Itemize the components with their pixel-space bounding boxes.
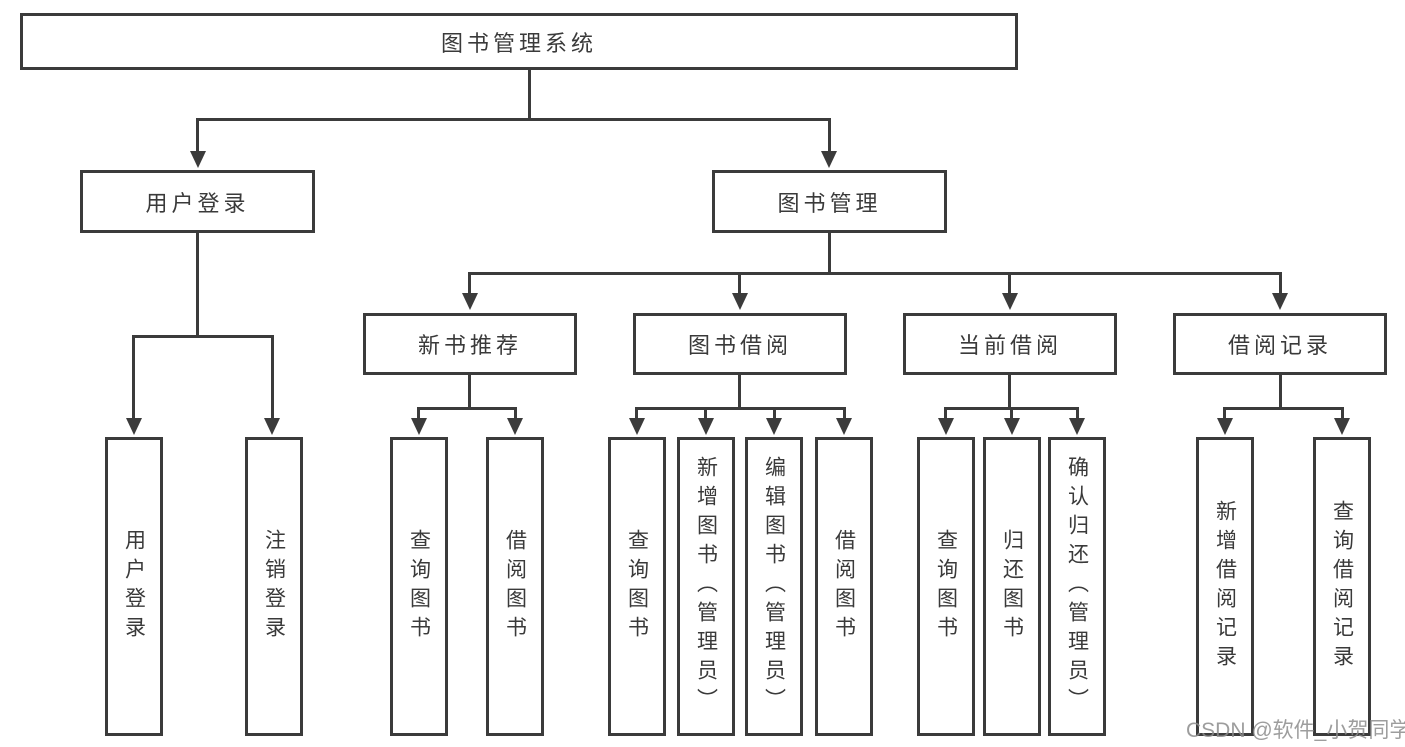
leaf-query-books-borrowing: 查询图书 xyxy=(608,437,666,736)
connector-line xyxy=(1008,272,1011,294)
arrowhead-down-icon xyxy=(1002,293,1018,310)
connector-line xyxy=(468,375,471,407)
connector-line xyxy=(944,407,947,419)
connector-line xyxy=(773,407,776,419)
leaf-borrow-books-recommend: 借阅图书 xyxy=(486,437,544,736)
watermark: CSDN @软件_小贺同学 xyxy=(1186,719,1405,742)
node-user-login: 用户登录 xyxy=(80,170,315,233)
leaf-confirm-return-admin: 确认归还（管理员） xyxy=(1048,437,1106,736)
connector-line xyxy=(196,233,199,335)
connector-line xyxy=(1279,375,1282,407)
arrowhead-down-icon xyxy=(264,418,280,435)
connector-line xyxy=(1223,407,1226,419)
node-root-library-system: 图书管理系统 xyxy=(20,13,1018,70)
arrowhead-down-icon xyxy=(766,418,782,435)
leaf-borrow-books-borrowing: 借阅图书 xyxy=(815,437,873,736)
arrowhead-down-icon xyxy=(1334,418,1350,435)
connector-line xyxy=(132,335,274,338)
arrowhead-down-icon xyxy=(1217,418,1233,435)
connector-line xyxy=(1279,272,1282,294)
connector-line xyxy=(417,407,517,410)
connector-line xyxy=(1341,407,1344,419)
arrowhead-down-icon xyxy=(1004,418,1020,435)
leaf-return-book: 归还图书 xyxy=(983,437,1041,736)
connector-line xyxy=(1223,407,1344,410)
connector-line xyxy=(468,272,471,294)
connector-line xyxy=(843,407,846,419)
connector-line xyxy=(1010,407,1013,419)
connector-line xyxy=(417,407,420,419)
connector-line xyxy=(1008,375,1011,407)
node-borrowing-records: 借阅记录 xyxy=(1173,313,1387,375)
arrowhead-down-icon xyxy=(1272,293,1288,310)
connector-line xyxy=(196,118,199,152)
arrowhead-down-icon xyxy=(698,418,714,435)
leaf-user-login: 用户登录 xyxy=(105,437,163,736)
connector-line xyxy=(635,407,638,419)
leaf-query-books-recommend: 查询图书 xyxy=(390,437,448,736)
leaf-edit-book-admin: 编辑图书（管理员） xyxy=(745,437,803,736)
arrowhead-down-icon xyxy=(836,418,852,435)
connector-line xyxy=(132,335,135,419)
arrowhead-down-icon xyxy=(126,418,142,435)
node-book-management: 图书管理 xyxy=(712,170,947,233)
connector-line xyxy=(704,407,707,419)
leaf-add-book-admin: 新增图书（管理员） xyxy=(677,437,735,736)
connector-line xyxy=(828,233,831,272)
connector-line xyxy=(271,335,274,419)
connector-line xyxy=(635,407,846,410)
arrowhead-down-icon xyxy=(411,418,427,435)
leaf-add-borrow-record: 新增借阅记录 xyxy=(1196,437,1254,736)
node-current-borrowing: 当前借阅 xyxy=(903,313,1117,375)
leaf-query-books-current: 查询图书 xyxy=(917,437,975,736)
node-new-book-recommendation: 新书推荐 xyxy=(363,313,577,375)
arrowhead-down-icon xyxy=(629,418,645,435)
arrowhead-down-icon xyxy=(732,293,748,310)
arrowhead-down-icon xyxy=(190,151,206,168)
connector-line xyxy=(514,407,517,419)
arrowhead-down-icon xyxy=(507,418,523,435)
arrowhead-down-icon xyxy=(821,151,837,168)
arrowhead-down-icon xyxy=(938,418,954,435)
connector-line xyxy=(738,375,741,407)
leaf-logout: 注销登录 xyxy=(245,437,303,736)
arrowhead-down-icon xyxy=(1069,418,1085,435)
connector-line xyxy=(196,118,831,121)
connector-line xyxy=(468,272,1282,275)
connector-line xyxy=(528,70,531,118)
connector-line xyxy=(828,118,831,152)
connector-line xyxy=(1076,407,1079,419)
leaf-query-borrow-record: 查询借阅记录 xyxy=(1313,437,1371,736)
node-book-borrowing: 图书借阅 xyxy=(633,313,847,375)
arrowhead-down-icon xyxy=(462,293,478,310)
connector-line xyxy=(738,272,741,294)
